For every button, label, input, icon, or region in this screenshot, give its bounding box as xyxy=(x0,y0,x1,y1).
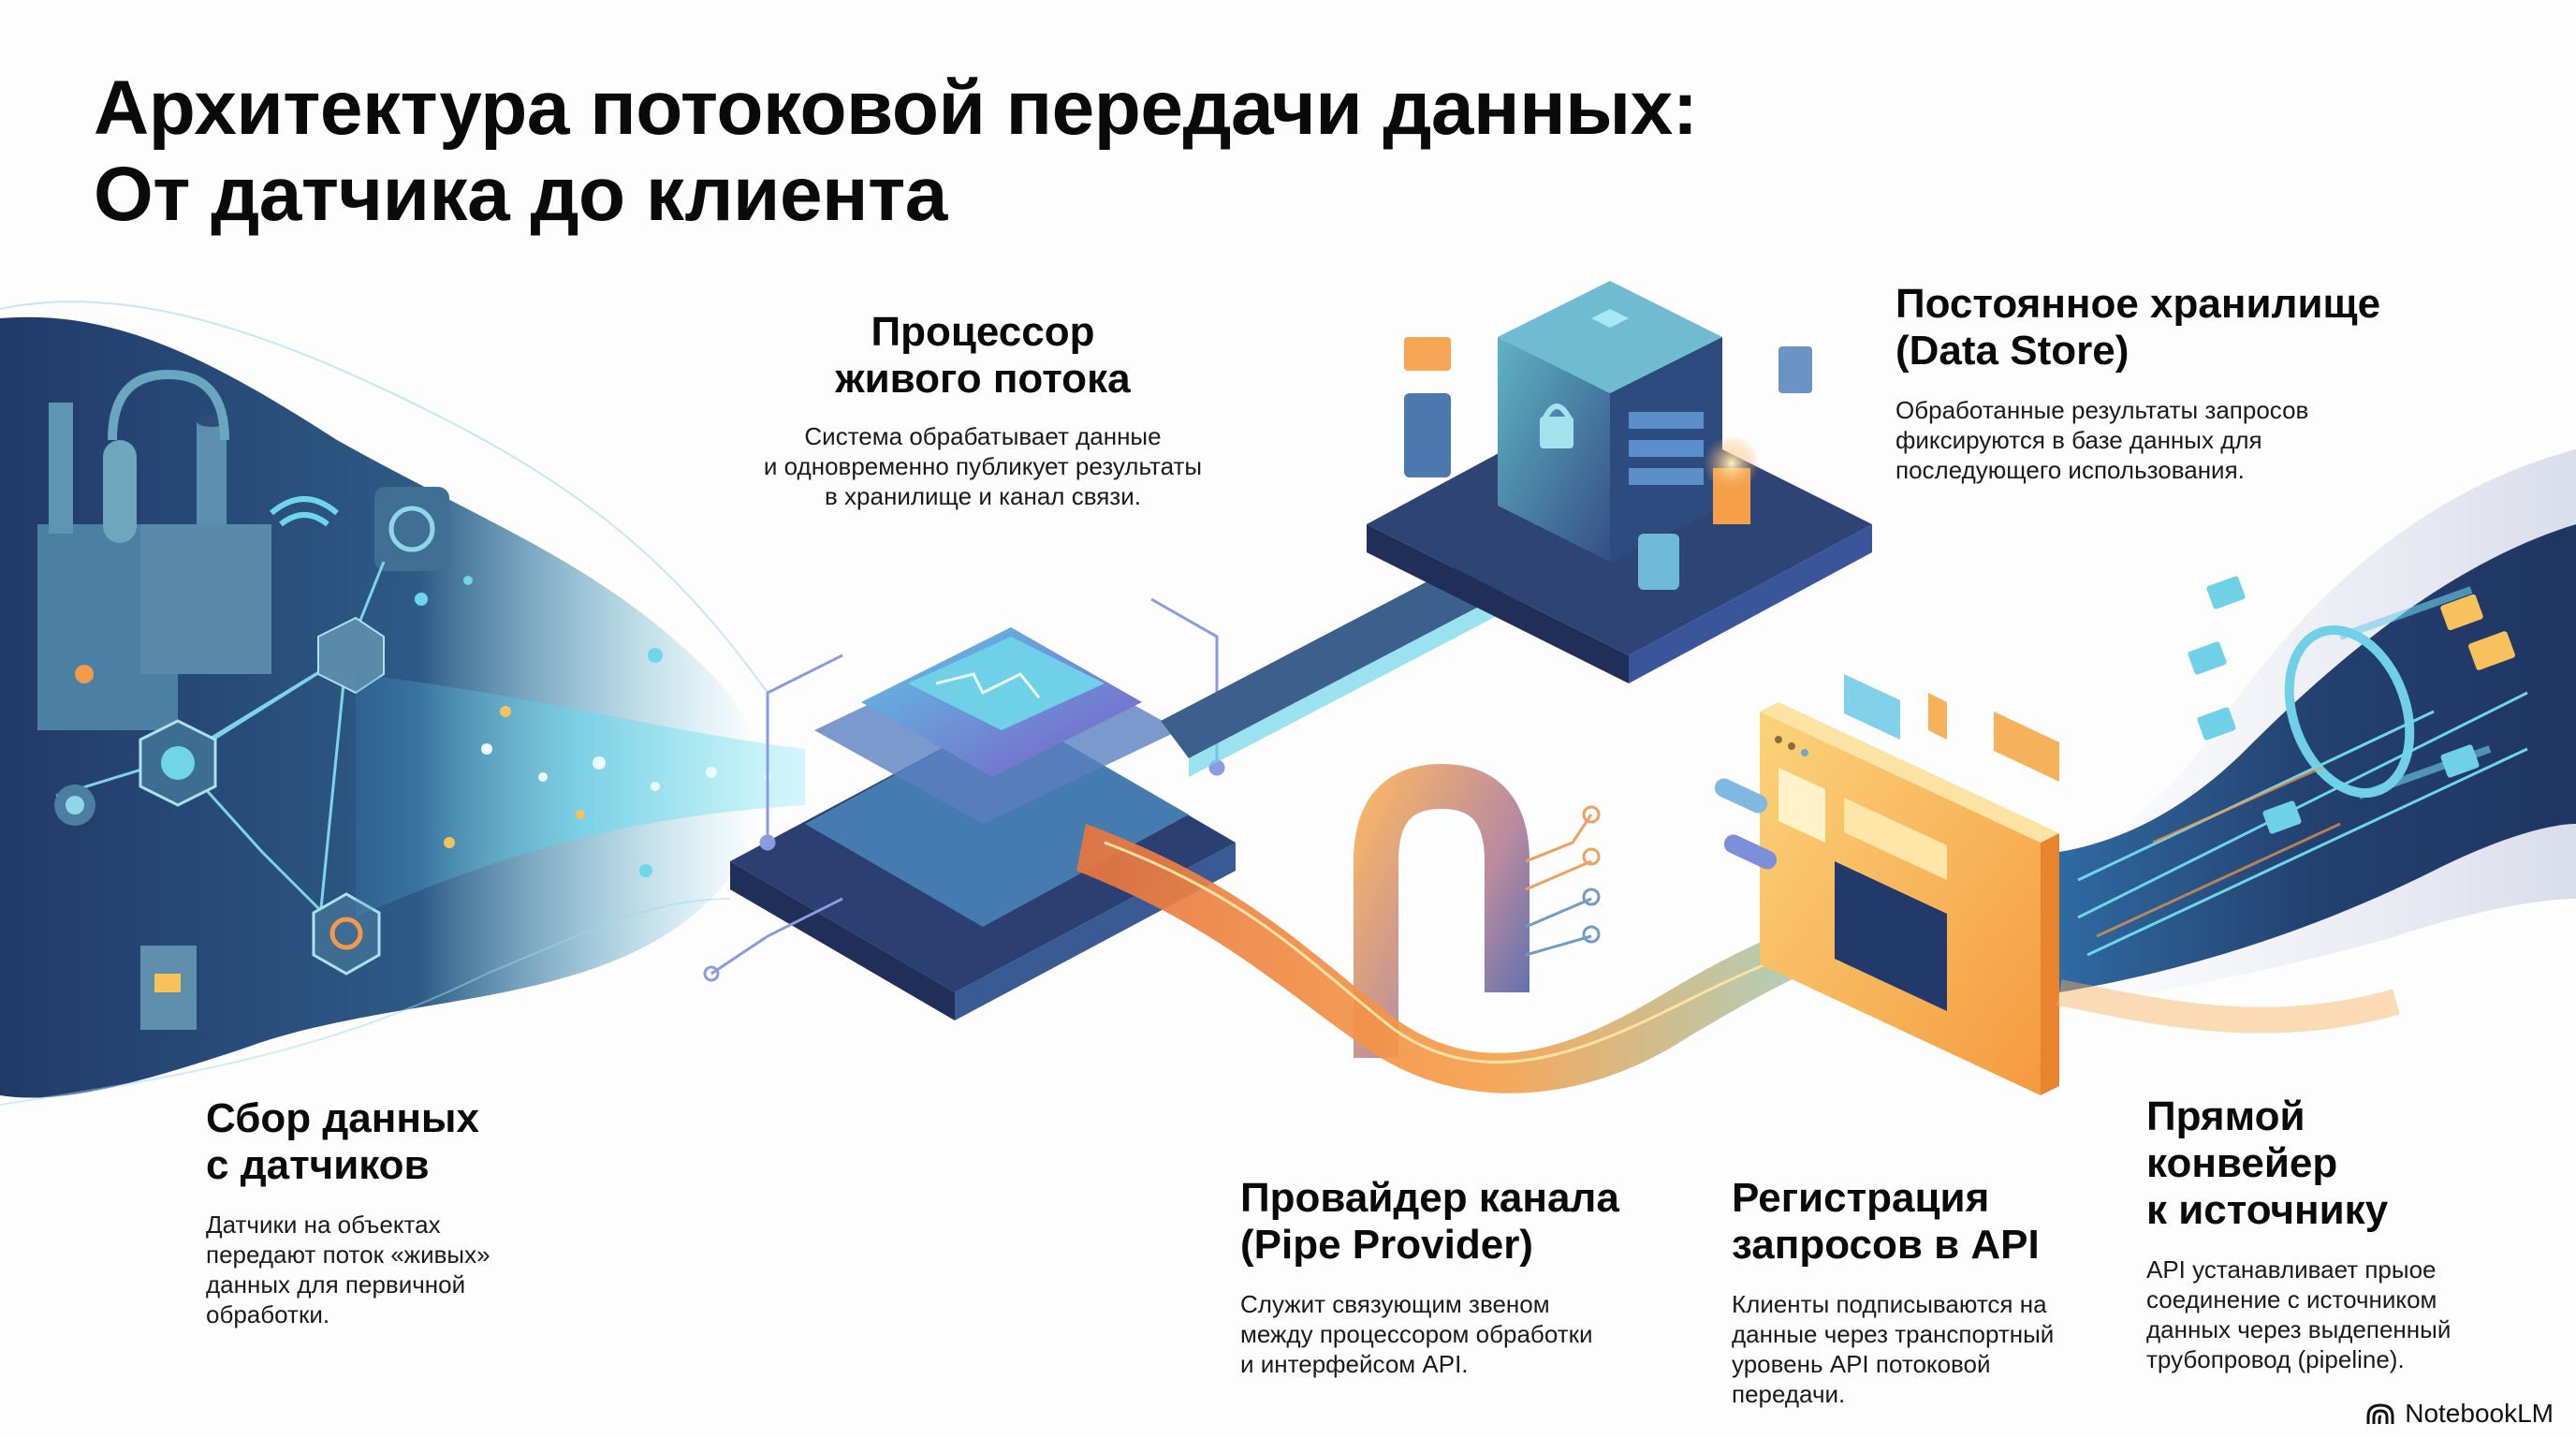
page-title: Архитектура потоковой передачи данных: О… xyxy=(94,66,1698,238)
data-store-art xyxy=(1367,281,1872,683)
stage-pipe-provider: Провайдер канала (Pipe Provider) Служит … xyxy=(1240,1175,1708,1379)
stage-title: Прямой конвейер к источнику xyxy=(2146,1093,2389,1233)
notebooklm-brand: NotebookLM xyxy=(2365,1399,2554,1429)
brand-label: NotebookLM xyxy=(2405,1399,2554,1428)
stage-sensor-collection: Сбор данных с датчиков Датчики на объект… xyxy=(206,1095,618,1329)
stage-direct-pipeline: Прямой конвейер к источнику API устанавл… xyxy=(2146,1093,2539,1374)
api-window-art xyxy=(1714,674,2059,1095)
stage-title: Сбор данных с датчиков xyxy=(206,1095,479,1188)
title-line-1: Архитектура потоковой передачи данных: xyxy=(94,66,1698,151)
stage-api-registration: Регистрация запросов в API Клиенты подпи… xyxy=(1732,1175,2125,1409)
title-line-2: От датчика до клиента xyxy=(94,152,947,237)
data-stream-art xyxy=(356,576,805,917)
stage-stream-processor: Процессор живого потока Система обрабаты… xyxy=(693,309,1273,511)
stage-description: Система обрабатывает данные и одновремен… xyxy=(763,422,1203,510)
stage-description: API устанавливает прыое соединение с ист… xyxy=(2146,1255,2452,1373)
stage-description: Служит связующим звеном между процессоро… xyxy=(1240,1290,1593,1378)
stage-description: Датчики на объектах передают поток «живы… xyxy=(206,1211,490,1328)
stage-title: Процессор живого потока xyxy=(835,309,1131,402)
stage-data-store: Постоянное хранилище (Data Store) Обрабо… xyxy=(1895,281,2457,485)
stage-title: Провайдер канала (Pipe Provider) xyxy=(1240,1175,1619,1268)
stage-title: Постоянное хранилище (Data Store) xyxy=(1895,281,2381,374)
client-pipeline-art xyxy=(2056,449,2576,1034)
stage-description: Клиенты подписываются на данные через тр… xyxy=(1732,1290,2055,1408)
stage-title: Регистрация запросов в API xyxy=(1732,1175,2040,1268)
notebooklm-logo-icon xyxy=(2366,1403,2394,1424)
stage-description: Обработанные результаты запросов фиксиру… xyxy=(1895,396,2309,484)
pipe-provider-art xyxy=(1076,763,1910,1093)
